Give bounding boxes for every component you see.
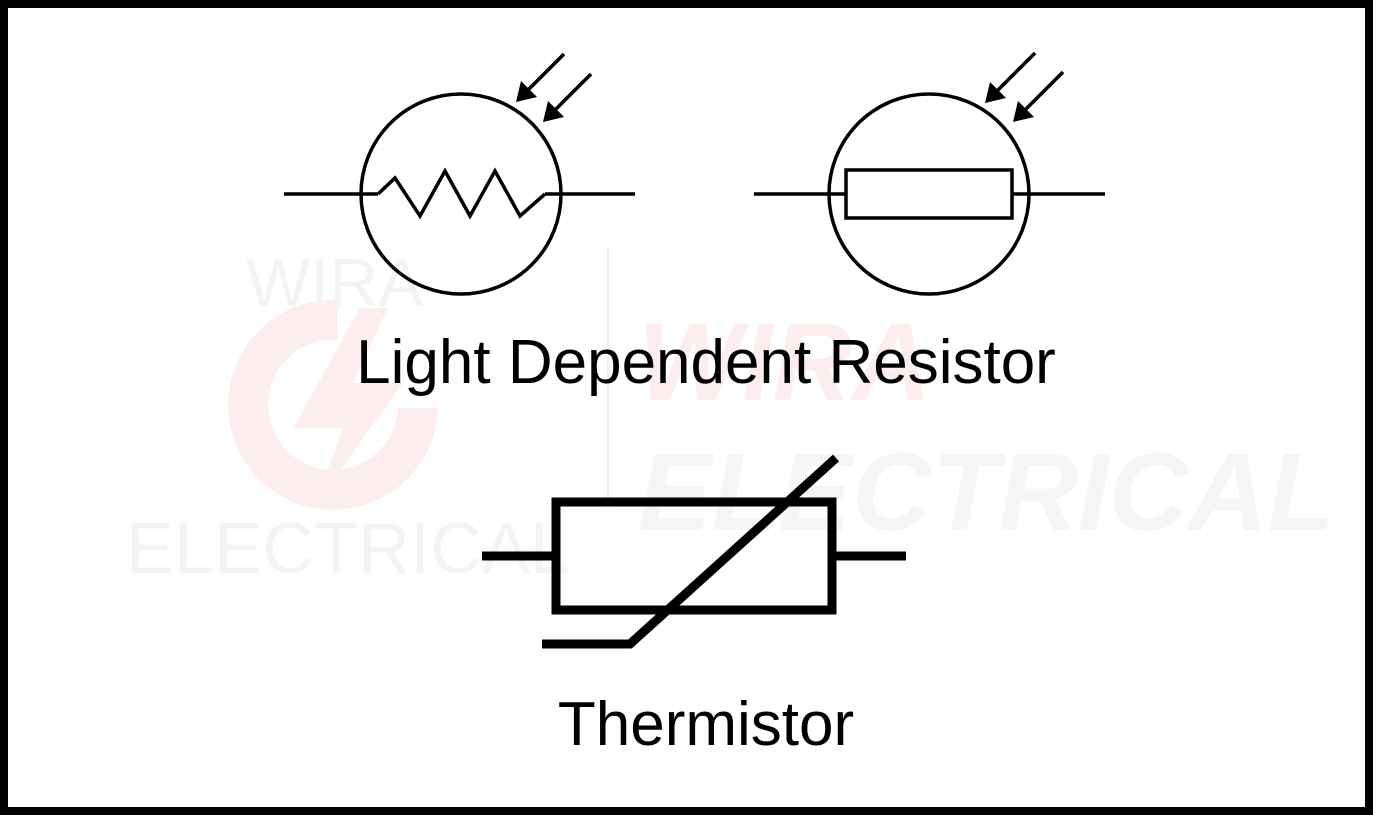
- ldr-caption: Light Dependent Resistor: [356, 328, 1056, 397]
- light-arrows-icon: [985, 51, 1065, 122]
- watermark-logo-ring: [228, 299, 438, 510]
- watermark-bolt-icon: [293, 308, 403, 508]
- watermark-logo: [228, 299, 438, 510]
- ldr-box-circle: [827, 92, 1031, 296]
- ldr-zigzag-resistor: [376, 167, 547, 220]
- thermistor-caption: Thermistor: [558, 690, 854, 759]
- light-arrows-icon: [516, 52, 593, 122]
- thermistor-variable-line: [542, 454, 840, 649]
- watermark-big-line2: ELECTRICAL: [638, 431, 1335, 554]
- watermark-brand-bottom: ELECTRICAL: [126, 509, 570, 589]
- watermark-big-line1: WIRA: [638, 301, 931, 424]
- watermark: WIRA ELECTRICAL WIRA ELECTRICAL: [126, 245, 1335, 589]
- thermistor-symbol: [482, 454, 906, 649]
- diagram-canvas: WIRA ELECTRICAL WIRA ELECTRICAL: [126, 51, 1335, 759]
- ldr-zigzag-circle: [359, 92, 563, 296]
- watermark-brand-top: WIRA: [246, 245, 424, 321]
- ldr-box-resistor: [844, 168, 1014, 220]
- ldr-box-symbol: [754, 51, 1105, 296]
- ldr-zigzag-symbol: [284, 52, 635, 296]
